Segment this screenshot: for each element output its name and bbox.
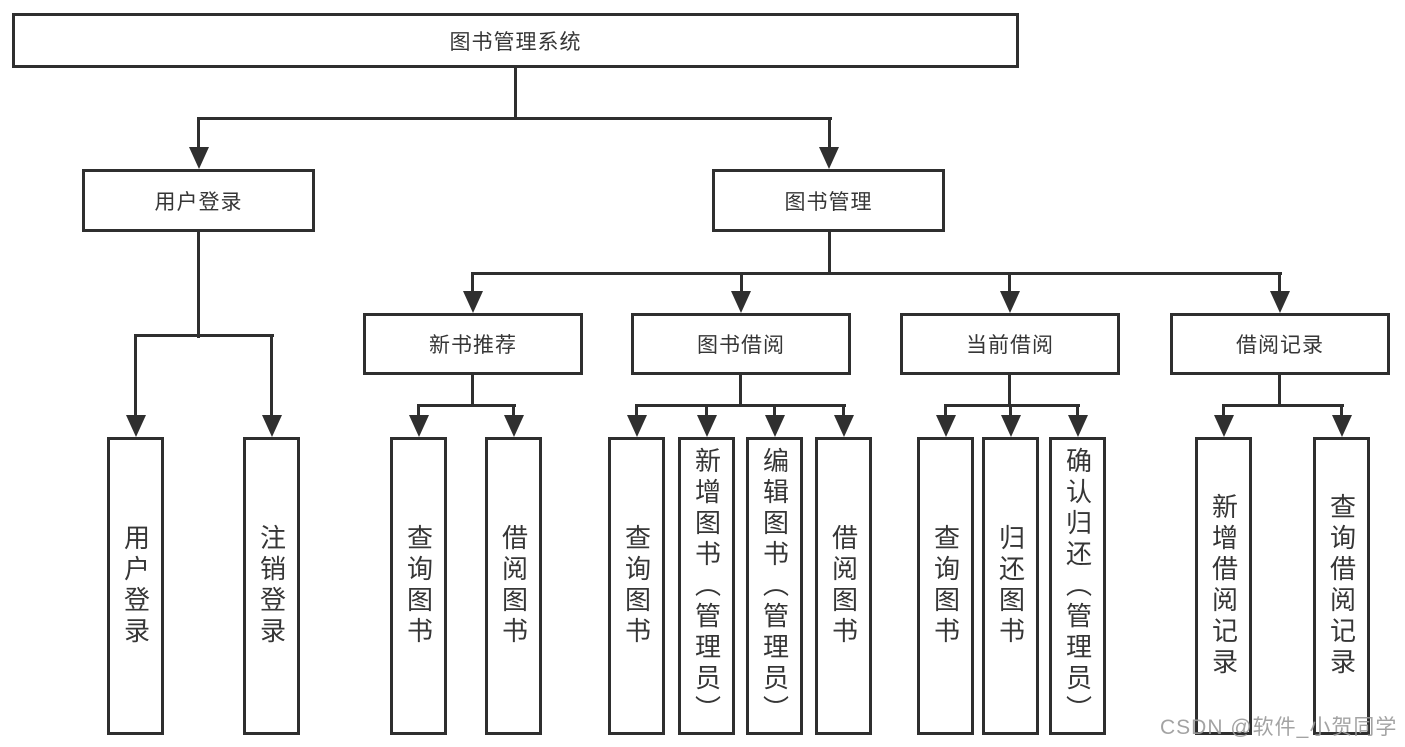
connector-line	[828, 118, 831, 148]
leaf-return-book: 归还图书	[982, 437, 1039, 735]
connector-line	[705, 405, 708, 417]
leaf-query-books-newbook-label: 查询图书	[403, 524, 434, 648]
connector-line	[739, 375, 742, 407]
connector-line	[134, 335, 137, 417]
arrow-down-icon	[262, 415, 282, 437]
connector-line	[635, 404, 846, 407]
watermark: CSDN @软件_小贺同学	[1160, 716, 1398, 739]
leaf-user-login: 用户登录	[107, 437, 164, 735]
connector-line	[1278, 375, 1281, 407]
node-user-login-label: 用户登录	[154, 190, 243, 214]
node-new-book-recommend-label: 新书推荐	[429, 334, 517, 357]
arrow-down-icon	[765, 415, 785, 437]
connector-line	[944, 405, 947, 417]
node-new-book-recommend: 新书推荐	[363, 313, 583, 375]
node-book-borrowing-label: 图书借阅	[697, 334, 785, 357]
leaf-query-books-newbook: 查询图书	[390, 437, 447, 735]
arrow-down-icon	[1214, 415, 1234, 437]
leaf-return-book-label: 归还图书	[995, 524, 1026, 648]
arrow-down-icon	[819, 147, 839, 169]
connector-line	[635, 405, 638, 417]
connector-line	[134, 334, 274, 337]
connector-line	[828, 232, 831, 275]
arrow-down-icon	[463, 291, 483, 313]
leaf-query-borrow-record: 查询借阅记录	[1313, 437, 1370, 735]
node-book-management-label: 图书管理	[784, 190, 873, 214]
arrow-down-icon	[1068, 415, 1088, 437]
connector-line	[1222, 404, 1344, 407]
arrow-down-icon	[504, 415, 524, 437]
leaf-borrow-books-newbook-label: 借阅图书	[498, 524, 529, 648]
leaf-borrow-books-newbook: 借阅图书	[485, 437, 542, 735]
node-current-borrowing: 当前借阅	[900, 313, 1120, 375]
node-user-login: 用户登录	[82, 169, 315, 232]
arrow-down-icon	[126, 415, 146, 437]
leaf-query-books-current: 查询图书	[917, 437, 974, 735]
connector-line	[471, 272, 1282, 275]
connector-line	[270, 335, 273, 417]
leaf-add-borrow-record: 新增借阅记录	[1195, 437, 1252, 735]
connector-line	[740, 273, 743, 293]
leaf-borrow-books-borrow-label: 借阅图书	[828, 524, 859, 648]
leaf-add-book-admin: 新增图书（管理员）	[678, 437, 735, 735]
arrow-down-icon	[936, 415, 956, 437]
connector-line	[471, 375, 474, 407]
leaf-query-books-borrow-label: 查询图书	[621, 524, 652, 648]
arrow-down-icon	[1000, 291, 1020, 313]
connector-line	[197, 232, 200, 338]
leaf-user-login-label: 用户登录	[120, 524, 151, 648]
node-root-label: 图书管理系统	[449, 30, 582, 54]
leaf-confirm-return-admin-label: 确认归还（管理员）	[1062, 446, 1093, 726]
leaf-borrow-books-borrow: 借阅图书	[815, 437, 872, 735]
leaf-query-books-current-label: 查询图书	[930, 524, 961, 648]
arrow-down-icon	[1332, 415, 1352, 437]
connector-line	[512, 405, 515, 417]
arrow-down-icon	[409, 415, 429, 437]
leaf-edit-book-admin-label: 编辑图书（管理员）	[759, 446, 790, 726]
leaf-edit-book-admin: 编辑图书（管理员）	[746, 437, 803, 735]
node-current-borrowing-label: 当前借阅	[966, 334, 1054, 357]
connector-line	[773, 405, 776, 417]
connector-line	[197, 117, 832, 120]
arrow-down-icon	[189, 147, 209, 169]
arrow-down-icon	[731, 291, 751, 313]
node-book-management: 图书管理	[712, 169, 945, 232]
connector-line	[1009, 405, 1012, 417]
connector-line	[1222, 405, 1225, 417]
node-borrowing-records: 借阅记录	[1170, 313, 1390, 375]
node-root: 图书管理系统	[12, 13, 1019, 68]
leaf-query-books-borrow: 查询图书	[608, 437, 665, 735]
connector-line	[1076, 405, 1079, 417]
connector-line	[197, 118, 200, 148]
arrow-down-icon	[1270, 291, 1290, 313]
leaf-logout-label: 注销登录	[256, 524, 287, 648]
connector-line	[944, 404, 1080, 407]
connector-line	[1008, 273, 1011, 293]
connector-line	[471, 273, 474, 293]
leaf-query-borrow-record-label: 查询借阅记录	[1326, 493, 1357, 679]
leaf-add-borrow-record-label: 新增借阅记录	[1208, 493, 1239, 679]
arrow-down-icon	[834, 415, 854, 437]
connector-line	[1008, 375, 1011, 407]
connector-line	[514, 68, 517, 120]
arrow-down-icon	[627, 415, 647, 437]
connector-line	[417, 405, 420, 417]
node-book-borrowing: 图书借阅	[631, 313, 851, 375]
arrow-down-icon	[1001, 415, 1021, 437]
connector-line	[1340, 405, 1343, 417]
connector-line	[842, 405, 845, 417]
connector-line	[417, 404, 516, 407]
connector-line	[1278, 273, 1281, 293]
leaf-confirm-return-admin: 确认归还（管理员）	[1049, 437, 1106, 735]
leaf-logout: 注销登录	[243, 437, 300, 735]
node-borrowing-records-label: 借阅记录	[1236, 334, 1324, 357]
leaf-add-book-admin-label: 新增图书（管理员）	[691, 446, 722, 726]
arrow-down-icon	[697, 415, 717, 437]
